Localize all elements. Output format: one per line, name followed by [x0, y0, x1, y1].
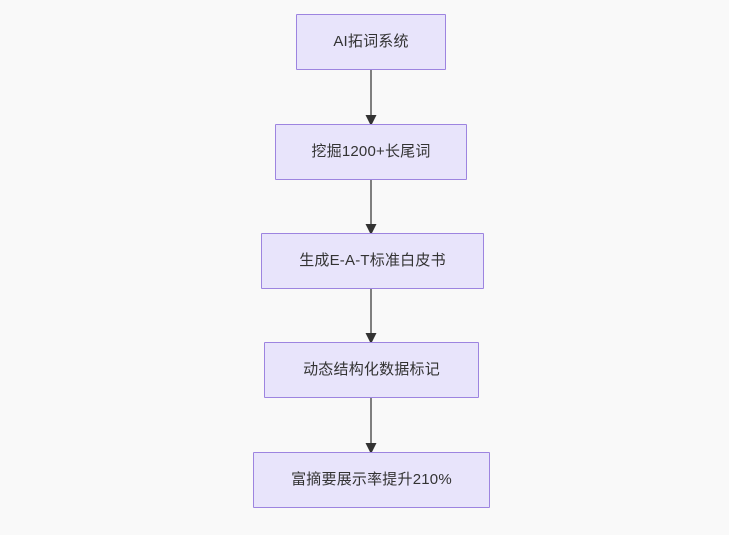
- flow-node-ai-keyword-system[interactable]: AI拓词系统: [296, 14, 446, 70]
- flow-edge-node2-node3: [355, 178, 387, 237]
- flow-edge-node4-node5: [355, 396, 387, 456]
- flow-node-rich-snippet-impression-lift[interactable]: 富摘要展示率提升210%: [253, 452, 490, 508]
- flow-node-label: 挖掘1200+长尾词: [311, 143, 431, 160]
- flow-node-dynamic-structured-data-markup[interactable]: 动态结构化数据标记: [264, 342, 479, 398]
- flow-node-label: 动态结构化数据标记: [303, 361, 440, 378]
- flow-node-generate-eat-whitepaper[interactable]: 生成E-A-T标准白皮书: [261, 233, 484, 289]
- flow-node-label: 富摘要展示率提升210%: [291, 471, 452, 488]
- flow-node-label: 生成E-A-T标准白皮书: [299, 252, 446, 269]
- flow-edge-node1-node2: [355, 68, 387, 128]
- flow-edge-node3-node4: [355, 287, 387, 346]
- flow-node-mine-longtail-keywords[interactable]: 挖掘1200+长尾词: [275, 124, 467, 180]
- flow-node-label: AI拓词系统: [333, 33, 409, 50]
